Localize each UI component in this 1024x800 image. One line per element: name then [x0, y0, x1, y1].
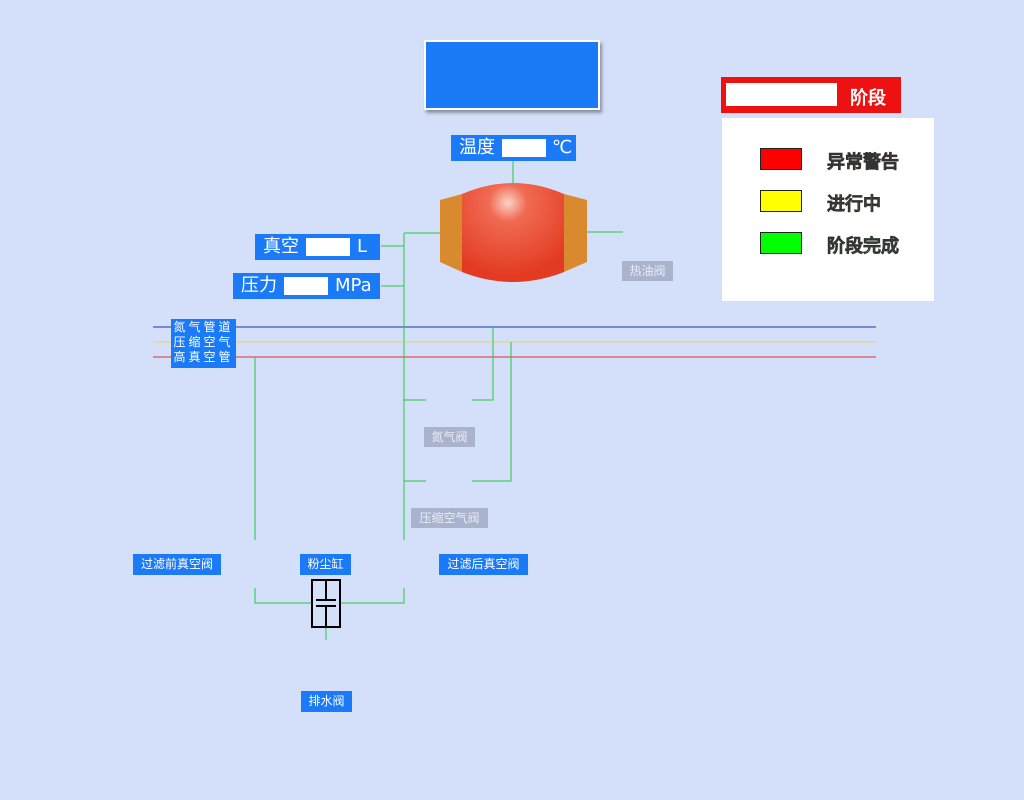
temperature-label: 温度: [459, 137, 495, 158]
temperature-value: [502, 139, 546, 157]
pre-filter-vacuum-valve[interactable]: 过滤前真空阀: [133, 554, 221, 575]
vacuum-unit: L: [357, 236, 368, 257]
vacuum-label: 真空: [263, 236, 299, 257]
pipe-legend: 氮气管道 压缩空气 高真空管: [171, 319, 236, 368]
reactor-tank: [440, 183, 587, 282]
compressed-air-valve[interactable]: 压缩空气阀: [411, 508, 488, 528]
legend-panel: 异常警告 进行中 阶段完成: [722, 118, 934, 301]
legend-label-complete: 阶段完成: [827, 236, 900, 258]
stage-value-box: [726, 83, 837, 106]
legend-label-alarm: 异常警告: [827, 152, 900, 174]
legend-swatch-alarm: [760, 148, 802, 170]
pressure-unit: MPa: [335, 275, 372, 296]
temperature-unit: ℃: [552, 137, 573, 158]
pipe-label-high-vacuum: 高真空管: [173, 350, 234, 364]
pressure-label: 压力: [241, 275, 277, 296]
vacuum-value: [306, 238, 350, 256]
post-filter-vacuum-valve[interactable]: 过滤后真空阀: [439, 554, 528, 575]
nitrogen-valve[interactable]: 氮气阀: [424, 427, 475, 447]
stage-label: 阶段: [850, 88, 886, 109]
hot-oil-valve[interactable]: 热油阀: [622, 261, 673, 281]
vacuum-readout: 真空 L: [255, 234, 380, 260]
temperature-readout: 温度 ℃: [451, 135, 576, 161]
legend-swatch-complete: [760, 232, 802, 254]
dust-cylinder-icon: [311, 579, 341, 628]
title-display: [424, 40, 600, 110]
legend-swatch-in-progress: [760, 190, 802, 212]
stage-indicator: 阶段: [721, 77, 901, 113]
drain-valve[interactable]: 排水阀: [301, 691, 352, 712]
pressure-value: [284, 277, 328, 295]
legend-label-in-progress: 进行中: [827, 194, 882, 216]
pipe-label-nitrogen: 氮气管道: [173, 320, 234, 334]
connector-lines: [254, 161, 623, 640]
pressure-readout: 压力 MPa: [233, 273, 380, 299]
pipe-label-compressed-air: 压缩空气: [173, 335, 234, 349]
dust-cylinder-label[interactable]: 粉尘缸: [300, 554, 351, 575]
